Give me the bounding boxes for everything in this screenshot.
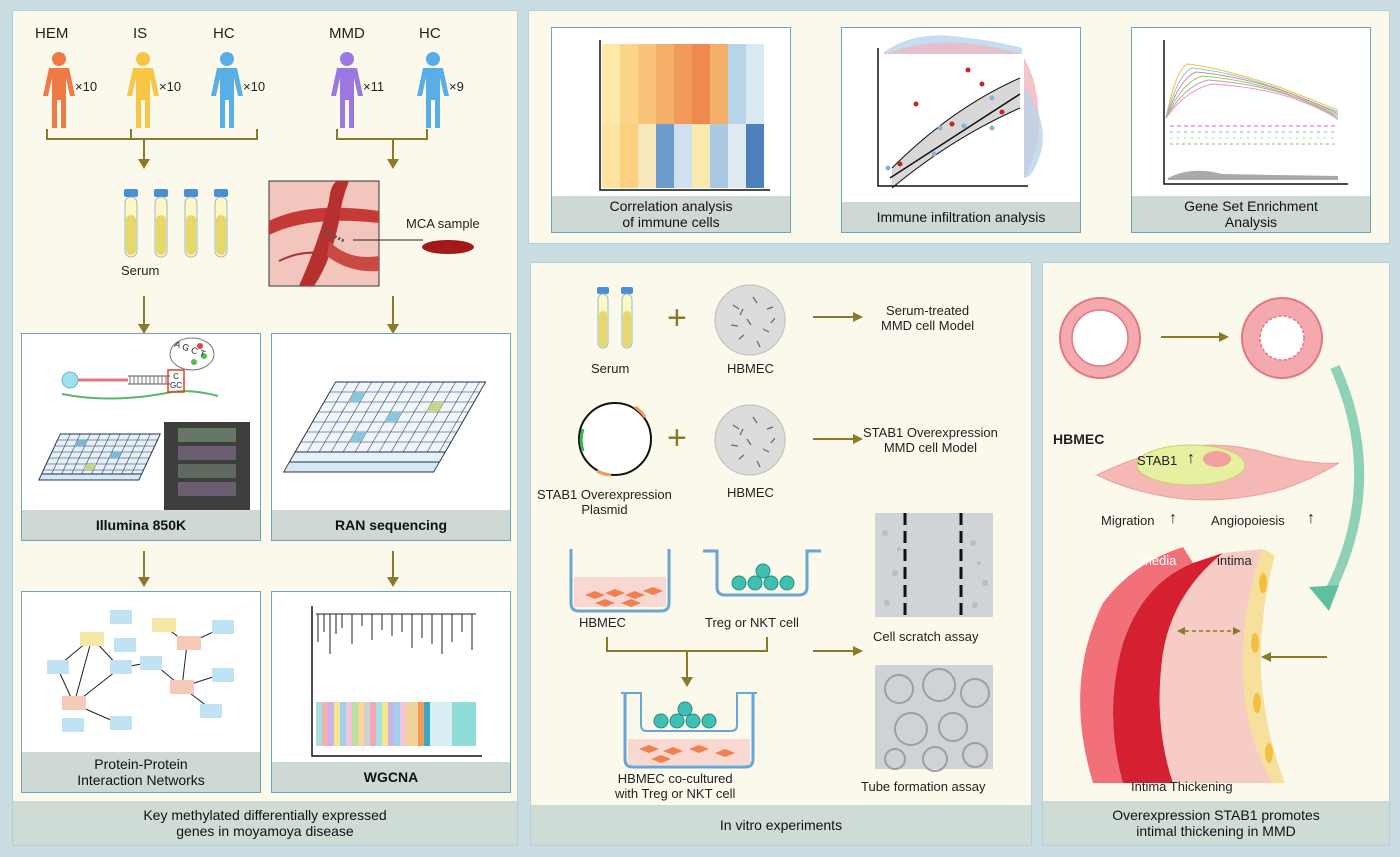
wgcna-box: WGCNA (271, 591, 511, 793)
hbmec-cell-icon (1095, 444, 1340, 501)
correlation-caption: Correlation analysis of immune cells (552, 196, 790, 232)
arrow-to-assays (813, 646, 863, 656)
right-panel-caption: Overexpression STAB1 promotes intimal th… (1043, 801, 1389, 845)
group-count-hem: ×10 (75, 79, 98, 94)
curved-teal-arrow (1309, 364, 1365, 611)
top-panel: Correlation analysis of immune cells Imm… (528, 10, 1390, 244)
rna-seq-box: RAN sequencing (271, 333, 511, 541)
group-label-hem: HEM (35, 25, 69, 42)
mca-tissue-icon (268, 180, 380, 287)
illumina-box: A G C T C GC Illumina 850K (21, 333, 261, 541)
gsea-plot-icon (1163, 40, 1348, 185)
hbmec-well-icon (569, 549, 671, 613)
intima-label: intima (1217, 553, 1252, 568)
group-label-hc2: HC (419, 25, 441, 42)
wgcna-caption-text: WGCNA (363, 769, 419, 785)
group-count-mmd: ×11 (363, 79, 385, 94)
rna-caption: RAN sequencing (272, 510, 510, 540)
wgcna-caption: WGCNA (272, 762, 510, 792)
person-icon-is (127, 52, 159, 128)
arrow-vessel (1161, 332, 1229, 342)
scratch-assay-image (875, 513, 993, 617)
group-count-is: ×10 (159, 79, 182, 94)
illumina-caption-text: Illumina 850K (95, 517, 187, 533)
gsea-box: Gene Set Enrichment Analysis (1131, 27, 1371, 233)
tube-formation-label: Tube formation assay (861, 779, 986, 794)
serum-label: Serum (121, 263, 160, 278)
ppi-caption: Protein-Protein Interaction Networks (22, 752, 260, 792)
serum-label-2: Serum (591, 361, 630, 376)
stab1-label: STAB1 (1137, 453, 1178, 468)
angiopoiesis-up-arrow: ↑ (1307, 510, 1315, 527)
correlation-box: Correlation analysis of immune cells (551, 27, 791, 233)
group-count-hc2: ×9 (449, 79, 464, 94)
treg-insert-icon (703, 549, 821, 597)
immune-box: Immune infiltration analysis (841, 27, 1081, 233)
stab1-up-arrow: ↑ (1187, 450, 1195, 467)
person-icon-mmd (331, 52, 363, 128)
stab1-model-label: STAB1 Overexpression MMD cell Model (863, 425, 998, 455)
flow-connectors-left (46, 129, 428, 587)
treg-label: Treg or NKT cell (705, 615, 799, 630)
arrow-to-model-2 (813, 434, 863, 444)
hbmec-culture-dish-1 (714, 284, 786, 356)
hbmec-label-1: HBMEC (727, 361, 774, 376)
immune-caption: Immune infiltration analysis (842, 202, 1080, 232)
dna-box-letters: C GC (170, 372, 182, 390)
group-label-is: IS (133, 25, 148, 42)
rna-array-icon (282, 381, 487, 473)
mca-pointer (353, 239, 474, 254)
plus-sign-1: + (667, 299, 687, 337)
hbmec-culture-dish-2 (714, 404, 786, 476)
left-panel-caption: Key methylated differentially expressed … (13, 801, 517, 845)
microarray-grid-icon (38, 433, 162, 481)
vessel-normal-icon (1059, 297, 1141, 379)
illumina-chip-icon (164, 422, 250, 510)
illumina-caption: Illumina 850K (22, 510, 260, 540)
plasmid-icon (578, 402, 652, 477)
immune-scatter-icon (877, 35, 1043, 189)
coculture-connector (606, 637, 768, 687)
in-vitro-panel: Serum + HBMEC Serum-treated MMD cell Mod… (530, 262, 1032, 846)
left-panel: HEM ×10 IS ×10 HC ×10 MMD ×11 HC ×9 (12, 10, 518, 846)
serum-tubes-icon (124, 189, 228, 258)
hbmec-label-3: HBMEC (579, 615, 626, 630)
group-label-mmd: MMD (329, 25, 365, 42)
in-vitro-caption: In vitro experiments (531, 805, 1031, 845)
media-label: media (1141, 553, 1177, 568)
plus-sign-2: + (667, 419, 687, 457)
person-icon-hem (43, 52, 75, 128)
vessel-wall-icon (1080, 547, 1285, 783)
person-icon-hc1 (211, 52, 243, 128)
intima-thickening-label: Intima Thickening (1131, 779, 1233, 794)
scratch-assay-label: Cell scratch assay (873, 629, 979, 644)
coculture-label: HBMEC co-cultured with Treg or NKT cell (615, 771, 736, 801)
plasmid-label: STAB1 Overexpression Plasmid (537, 487, 672, 517)
arrow-to-model-1 (813, 312, 863, 322)
migration-up-arrow: ↑ (1169, 510, 1177, 527)
arrow-to-intima (1261, 652, 1327, 662)
gsea-caption: Gene Set Enrichment Analysis (1132, 196, 1370, 232)
group-label-hc1: HC (213, 25, 235, 42)
hbmec-label-2: HBMEC (727, 485, 774, 500)
hbmec-title: HBMEC (1053, 431, 1105, 447)
serum-model-label: Serum-treated MMD cell Model (881, 303, 975, 333)
right-panel: HBMEC STAB1 ↑ Migration ↑ Angiopoiesis ↑… (1042, 262, 1390, 846)
dna-probe-icon (61, 337, 219, 400)
rna-caption-text: RAN sequencing (334, 517, 447, 533)
mca-sample-label: MCA sample (406, 216, 480, 231)
wgcna-dendrogram-icon (311, 606, 482, 757)
ppi-network-icon (47, 610, 234, 732)
serum-tubes-small-icon (597, 287, 633, 349)
tube-formation-image (875, 665, 993, 772)
person-icon-hc2 (417, 52, 449, 128)
angiopoiesis-label: Angiopoiesis (1211, 513, 1285, 528)
correlation-heatmap-icon (599, 40, 770, 191)
migration-label: Migration (1101, 513, 1155, 528)
group-count-hc1: ×10 (243, 79, 266, 94)
coculture-well-icon (621, 692, 757, 769)
ppi-box: Protein-Protein Interaction Networks (21, 591, 261, 793)
vessel-thickened-icon (1241, 297, 1323, 379)
